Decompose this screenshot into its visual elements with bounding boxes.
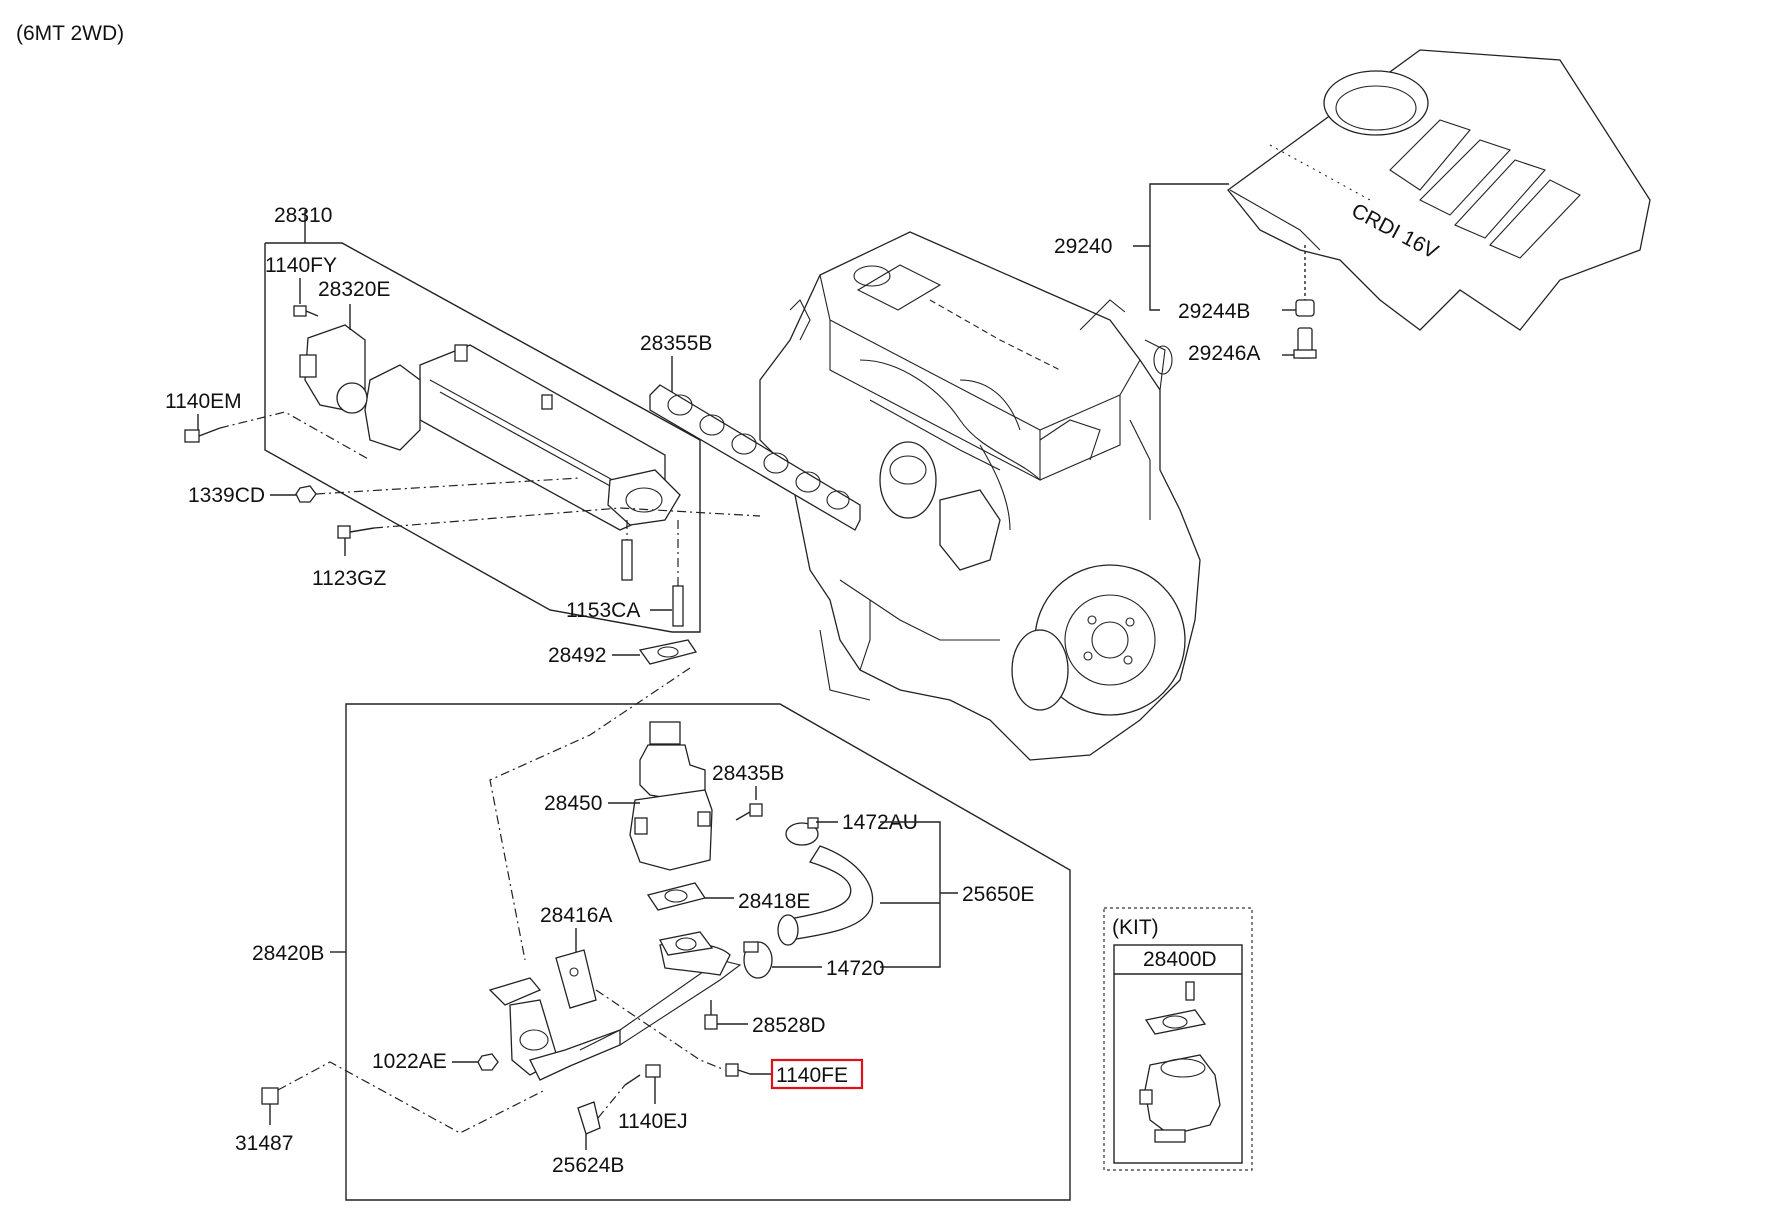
- label-14720[interactable]: 14720: [826, 957, 884, 980]
- label-1140EM[interactable]: 1140EM: [165, 390, 242, 413]
- label-1472AU[interactable]: 1472AU: [842, 811, 918, 834]
- dashline-25624B: [597, 1084, 626, 1119]
- label-28355B[interactable]: 28355B: [640, 332, 712, 355]
- label-28320E[interactable]: 28320E: [318, 278, 390, 301]
- dashline-1140FE: [595, 989, 726, 1071]
- label-25624B[interactable]: 25624B: [552, 1154, 624, 1177]
- label-28450[interactable]: 28450: [544, 792, 602, 815]
- label-28528D[interactable]: 28528D: [752, 1014, 826, 1037]
- egr-actuator-icon[interactable]: [299, 324, 368, 414]
- kit-label: (KIT): [1112, 916, 1159, 939]
- label-1022AE[interactable]: 1022AE: [372, 1050, 447, 1073]
- bracket-icon[interactable]: [577, 1101, 601, 1135]
- label-28492[interactable]: 28492: [548, 644, 606, 667]
- kit-frame: [1103, 907, 1253, 1171]
- label-25650E[interactable]: 25650E: [962, 883, 1034, 906]
- label-28416A[interactable]: 28416A: [540, 904, 612, 927]
- manifold-gasket-icon[interactable]: [649, 384, 861, 531]
- nut-icon[interactable]: [477, 1053, 499, 1071]
- dashline-1339CD: [315, 477, 581, 495]
- label-1140FY[interactable]: 1140FY: [265, 254, 337, 277]
- label-31487[interactable]: 31487: [235, 1132, 293, 1155]
- label-1140EJ[interactable]: 1140EJ: [618, 1110, 688, 1133]
- bolt-icon[interactable]: [337, 525, 375, 539]
- leader-25650E-bracket: [880, 821, 941, 968]
- bolt-icon[interactable]: [293, 305, 319, 317]
- highlight-box-1140FE: [770, 1058, 864, 1090]
- dashline-31487: [277, 1061, 546, 1134]
- group-frame-28420B: [345, 703, 1071, 1201]
- egr-valve-icon[interactable]: [629, 721, 713, 871]
- bolt-icon[interactable]: [704, 1000, 718, 1030]
- label-29244B[interactable]: 29244B: [1178, 300, 1250, 323]
- pin-icon[interactable]: [1282, 327, 1317, 359]
- clamp-icon[interactable]: [785, 817, 819, 846]
- label-1123GZ[interactable]: 1123GZ: [312, 567, 386, 590]
- diagram-title: (6MT 2WD): [16, 22, 124, 45]
- kit-inner-frame: [1113, 944, 1243, 1164]
- label-28435B[interactable]: 28435B: [712, 762, 784, 785]
- clip-icon[interactable]: [261, 1087, 279, 1105]
- label-28420B[interactable]: 28420B: [252, 942, 324, 965]
- label-28400D[interactable]: 28400D: [1143, 948, 1217, 971]
- label-1153CA[interactable]: 1153CA: [566, 599, 640, 622]
- engine-block-icon[interactable]: [759, 231, 1201, 761]
- bolt-icon[interactable]: [735, 803, 763, 821]
- label-28310[interactable]: 28310: [274, 204, 332, 227]
- dashline-1140EM: [219, 411, 371, 461]
- bracket-icon[interactable]: [555, 949, 597, 1009]
- egr-cooler-icon[interactable]: [364, 344, 681, 531]
- grommet-icon[interactable]: [1282, 299, 1315, 317]
- label-1339CD[interactable]: 1339CD: [188, 484, 265, 507]
- egr-pipe-icon[interactable]: [488, 931, 742, 1081]
- clamp-icon[interactable]: [743, 941, 773, 979]
- label-29246A[interactable]: 29246A: [1188, 342, 1260, 365]
- label-1140FE[interactable]: 1140FE: [776, 1064, 848, 1087]
- dashline-28492-to-pipe: [489, 667, 691, 961]
- bolt-icon[interactable]: [184, 427, 221, 443]
- bolt-icon[interactable]: [624, 1064, 661, 1086]
- kit-egr-valve-icon[interactable]: [1139, 981, 1221, 1143]
- gasket-icon[interactable]: [638, 639, 698, 665]
- hose-icon[interactable]: [777, 845, 874, 946]
- label-28418E[interactable]: 28418E: [738, 890, 810, 913]
- group-frame-28310: [265, 242, 701, 633]
- label-29240[interactable]: 29240: [1054, 235, 1112, 258]
- gasket-icon[interactable]: [646, 882, 707, 911]
- nut-icon[interactable]: [295, 485, 317, 503]
- dashline-1123GZ: [373, 507, 761, 529]
- engine-cover-icon[interactable]: CRDI 16V: [1227, 49, 1651, 331]
- bolt-icon[interactable]: [725, 1063, 751, 1077]
- group-frame-28310-left: [264, 243, 673, 633]
- leader-29240: [1149, 183, 1229, 311]
